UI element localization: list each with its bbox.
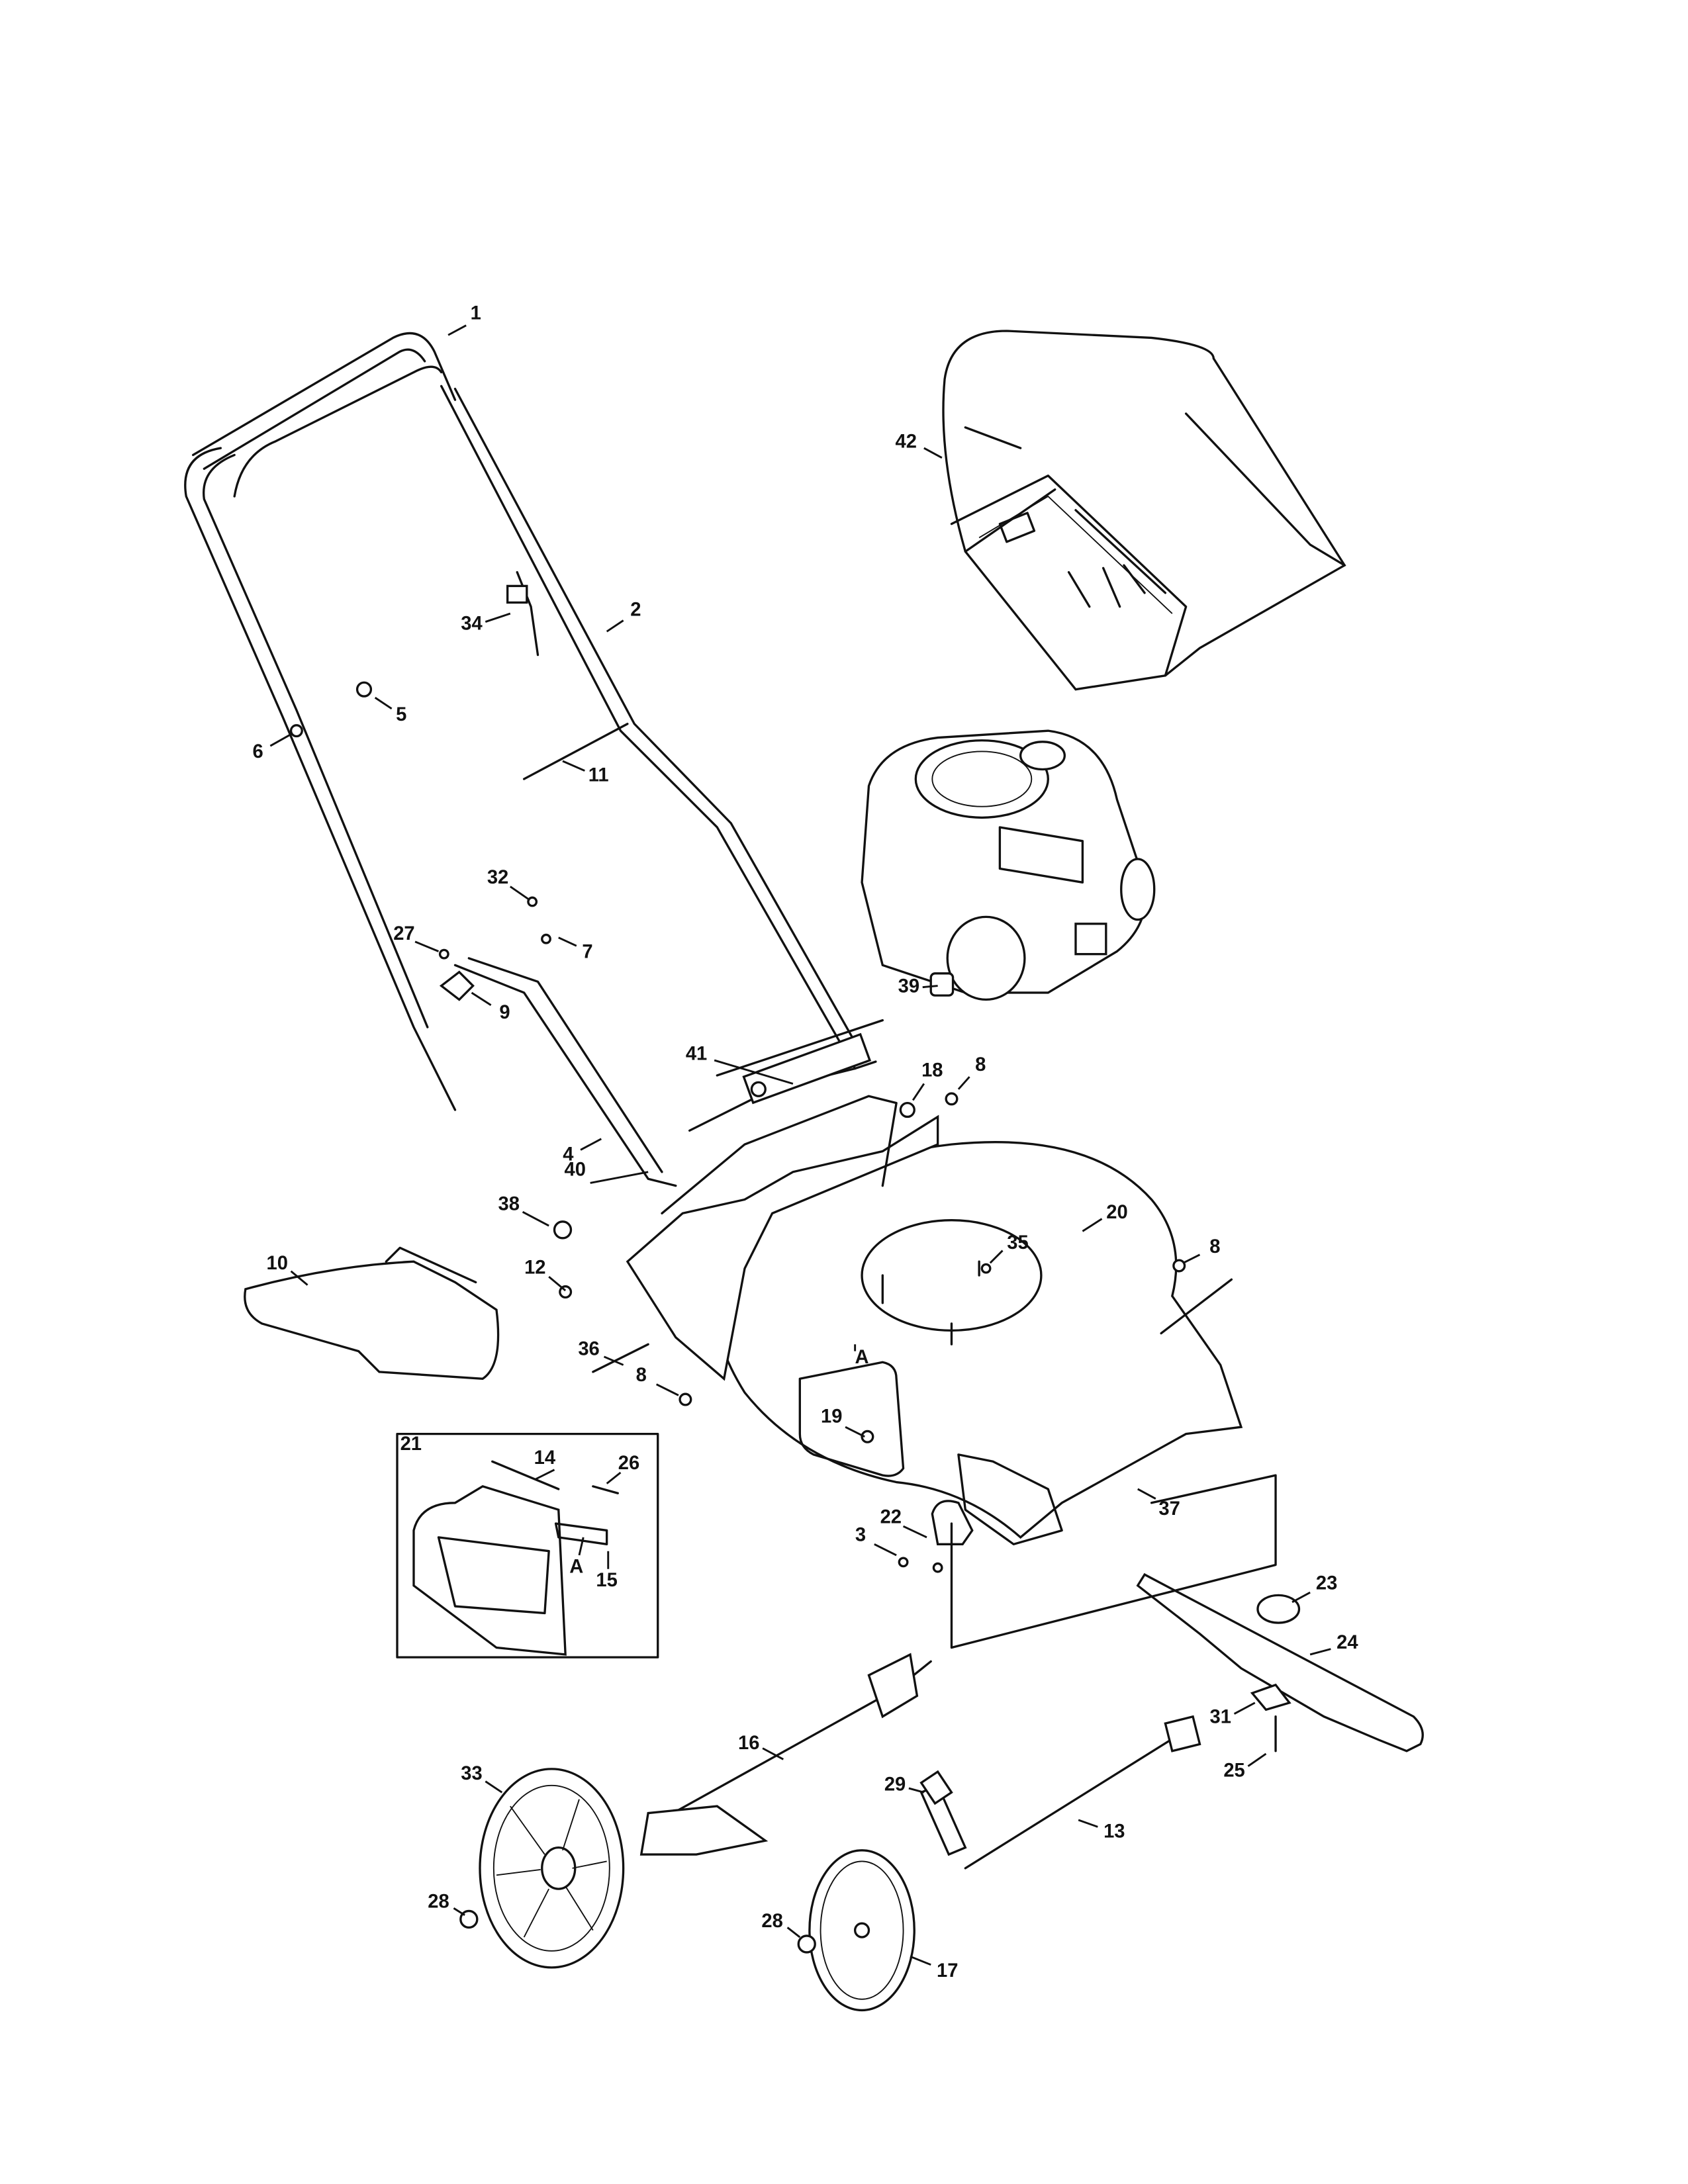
callout-10: 10: [267, 1253, 288, 1274]
inset-box-mulch-plug: [396, 1432, 659, 1659]
callout-8: 8: [636, 1365, 647, 1386]
callout-27: 27: [393, 923, 414, 944]
callout-40: 40: [565, 1159, 586, 1180]
callout-42: 42: [896, 431, 917, 452]
callout-18: 18: [921, 1060, 943, 1081]
callout-29: 29: [884, 1774, 906, 1796]
grass-bag: [942, 330, 1346, 691]
fasteners: [289, 681, 1186, 1805]
callout-24: 24: [1336, 1632, 1358, 1653]
lower-handle: [453, 957, 677, 1187]
torsion-spring: [592, 1485, 619, 1494]
callout-14: 14: [534, 1447, 556, 1469]
callout-34: 34: [461, 613, 483, 634]
callout-1: 1: [471, 303, 481, 324]
callout-5: 5: [396, 704, 406, 725]
callout-19: 19: [821, 1406, 842, 1427]
front-axle-assembly: [919, 1715, 1201, 1870]
spring: [929, 972, 955, 997]
callout-8: 8: [975, 1054, 986, 1075]
inset-number-21: 21: [400, 1433, 422, 1455]
callout-20: 20: [1106, 1202, 1127, 1223]
leader-lines: [269, 324, 1331, 1966]
callout-9: 9: [499, 1002, 510, 1023]
engine: [861, 729, 1156, 1001]
callout-33: 33: [461, 1763, 482, 1784]
deck-bracket-lines: [950, 1278, 1277, 1649]
callout-7: 7: [582, 941, 592, 962]
callout-A: A: [855, 1347, 869, 1368]
rod: [491, 1460, 560, 1490]
callout-16: 16: [738, 1733, 759, 1754]
callout-13: 13: [1103, 1821, 1125, 1842]
callout-22: 22: [880, 1506, 902, 1527]
callout-31: 31: [1210, 1706, 1231, 1727]
cable-tie: [516, 570, 539, 657]
front-wheel: [808, 1849, 915, 2012]
blade: [1136, 1572, 1424, 1752]
callout-A-inset: A: [569, 1556, 583, 1577]
rear-wheel: [479, 1768, 625, 1969]
height-adjuster: [931, 1500, 974, 1545]
callout-26: 26: [618, 1453, 639, 1474]
side-discharge-chute: [244, 1260, 500, 1381]
latch-bracket: [554, 1522, 608, 1545]
callout-17: 17: [937, 1960, 958, 1981]
rear-deflector-assembly: [626, 1019, 939, 1381]
callout-25: 25: [1223, 1760, 1244, 1782]
nut: [797, 1934, 816, 1954]
callout-41: 41: [686, 1043, 707, 1064]
clip: [506, 584, 528, 604]
chute-hinge: [385, 1246, 477, 1284]
control-cable: [522, 723, 629, 780]
callout-23: 23: [1316, 1572, 1337, 1594]
callout-11: 11: [588, 765, 609, 786]
callout-38: 38: [498, 1194, 520, 1215]
callout-2: 2: [630, 600, 641, 621]
callout-28: 28: [761, 1911, 782, 1932]
callout-3: 3: [855, 1524, 866, 1545]
callout-15: 15: [596, 1570, 617, 1591]
callout-labels: 1 42 2 34 5 6 11 32 27 7 9 39 41 18 8 4 …: [252, 303, 1358, 1981]
rear-axle-assembly: [639, 1653, 932, 1856]
callout-28: 28: [428, 1891, 449, 1913]
mower-deck: [714, 1141, 1243, 1545]
callout-4: 4: [563, 1144, 574, 1165]
callout-35: 35: [1007, 1232, 1028, 1253]
callout-6: 6: [252, 741, 263, 762]
callout-8: 8: [1209, 1236, 1220, 1257]
callout-36: 36: [578, 1338, 599, 1359]
callout-32: 32: [487, 867, 508, 888]
upper-handle: [184, 332, 867, 1111]
callout-39: 39: [898, 976, 919, 997]
callout-12: 12: [524, 1257, 545, 1278]
callout-37: 37: [1158, 1498, 1180, 1520]
